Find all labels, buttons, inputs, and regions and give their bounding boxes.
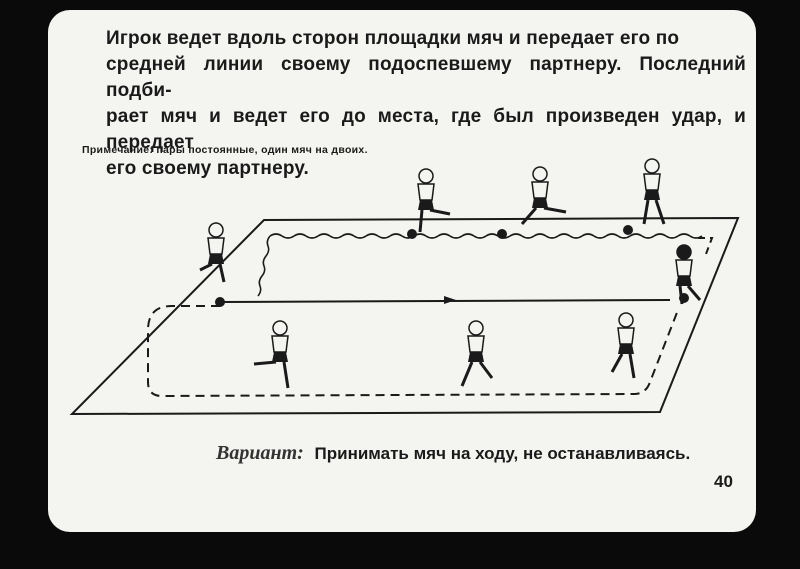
slide-frame: Игрок ведет вдоль сторон площадки мяч и … [48,10,756,532]
player [642,158,666,225]
ball [497,229,507,239]
court-outline [69,216,740,416]
variant-label: Вариант: [216,442,304,464]
player [199,222,226,283]
court-diagram [69,158,740,416]
player [253,320,290,389]
variant-caption: Вариант: Принимать мяч на ходу, не остан… [216,442,690,465]
player [417,168,451,233]
dashed-path-bottom [147,305,679,398]
player [675,244,702,305]
instruction-text: Игрок ведет вдоль сторон площадки мяч и … [106,26,746,182]
ball [623,225,633,235]
player [460,320,494,387]
arrow-head [444,296,456,304]
instruction-line: его своему партнеру. [106,158,309,179]
instruction-line: рает мяч и ведет его до места, где был п… [106,106,746,153]
player [520,166,567,225]
dribble-path-left [257,235,271,297]
player [610,312,636,379]
ball [407,229,417,239]
instruction-line: средней линии своему подоспевшему партне… [106,54,746,101]
page-number: 40 [714,472,733,491]
dashed-path-right-top [698,237,714,255]
dribble-path-top [269,233,703,239]
ball [215,297,225,307]
instruction-line: Игрок ведет вдоль сторон площадки мяч и … [106,28,680,49]
note-text: Примечание: пары постоянные, один мяч на… [82,144,368,156]
variant-text: Принимать мяч на ходу, не останавливаясь… [314,444,691,463]
